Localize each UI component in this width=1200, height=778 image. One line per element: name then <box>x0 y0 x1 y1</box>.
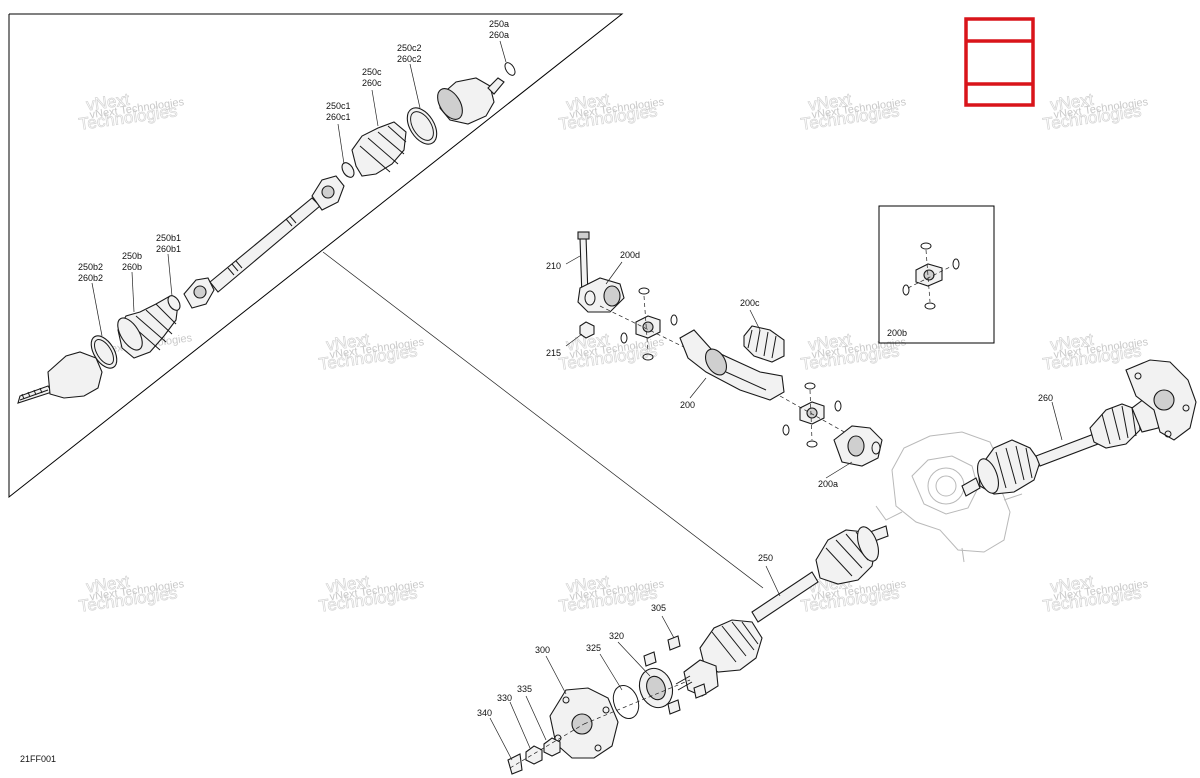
figure-code: 21FF001 <box>20 754 56 764</box>
label-250b2: 250b2 <box>78 262 103 272</box>
label-200a: 200a <box>818 479 838 489</box>
label-335: 335 <box>517 684 532 694</box>
red-book-icon[interactable] <box>964 17 1035 107</box>
label-250a: 250a <box>489 19 509 29</box>
label-250: 250 <box>758 553 773 563</box>
label-200b: 200b <box>887 328 907 338</box>
watermark: vNext Technologies vNext Technologies <box>557 89 665 134</box>
watermark: vNext Technologies vNext Technologies <box>317 329 425 374</box>
watermark: vNext Technologies vNext Technologies <box>1041 571 1149 616</box>
label-260a: 260a <box>489 30 509 40</box>
label-250b1: 250b1 <box>156 233 181 243</box>
axle-250 <box>507 525 889 775</box>
watermark: vNext Technologies vNext Technologies <box>799 89 907 134</box>
label-260b1: 260b1 <box>156 244 181 254</box>
label-320: 320 <box>609 631 624 641</box>
axle-260 <box>961 359 1197 497</box>
label-340: 340 <box>477 708 492 718</box>
label-200d: 200d <box>620 250 640 260</box>
prop-shaft-assembly <box>577 231 883 467</box>
frame-leaders <box>91 40 507 337</box>
detail-callout-line <box>322 251 764 589</box>
label-260c2: 260c2 <box>397 54 422 64</box>
detail-frame <box>8 13 624 499</box>
shaft-leaders <box>565 255 853 479</box>
axle-250-leaders <box>489 565 781 761</box>
label-305: 305 <box>651 603 666 613</box>
label-200: 200 <box>680 400 695 410</box>
label-330: 330 <box>497 693 512 703</box>
label-260b2: 260b2 <box>78 273 103 283</box>
label-250c2: 250c2 <box>397 43 422 53</box>
watermark: vNext Technologies vNext Technologies <box>317 571 425 616</box>
watermark: vNext Technologies vNext Technologies <box>77 571 185 616</box>
label-260c1: 260c1 <box>326 112 351 122</box>
label-200c: 200c <box>740 298 760 308</box>
label-250c1: 250c1 <box>326 101 351 111</box>
label-250b: 250b <box>122 251 142 261</box>
exploded-axle <box>17 62 516 404</box>
label-215: 215 <box>546 348 561 358</box>
inset-200b <box>878 205 995 344</box>
leader-260 <box>1051 401 1063 441</box>
label-260c: 260c <box>362 78 382 88</box>
watermark: vNext Technologies vNext Technologies <box>77 89 185 134</box>
callout-labels: 250a 260a 250c2 260c2 250c 260c 250c1 26… <box>20 19 1053 764</box>
watermark-group: vNext Technologies vNext Technologies vN… <box>77 89 1149 616</box>
label-300: 300 <box>535 645 550 655</box>
label-210: 210 <box>546 261 561 271</box>
watermark: vNext Technologies vNext Technologies <box>1041 89 1149 134</box>
label-325: 325 <box>586 643 601 653</box>
label-260b: 260b <box>122 262 142 272</box>
label-250c: 250c <box>362 67 382 77</box>
label-260: 260 <box>1038 393 1053 403</box>
